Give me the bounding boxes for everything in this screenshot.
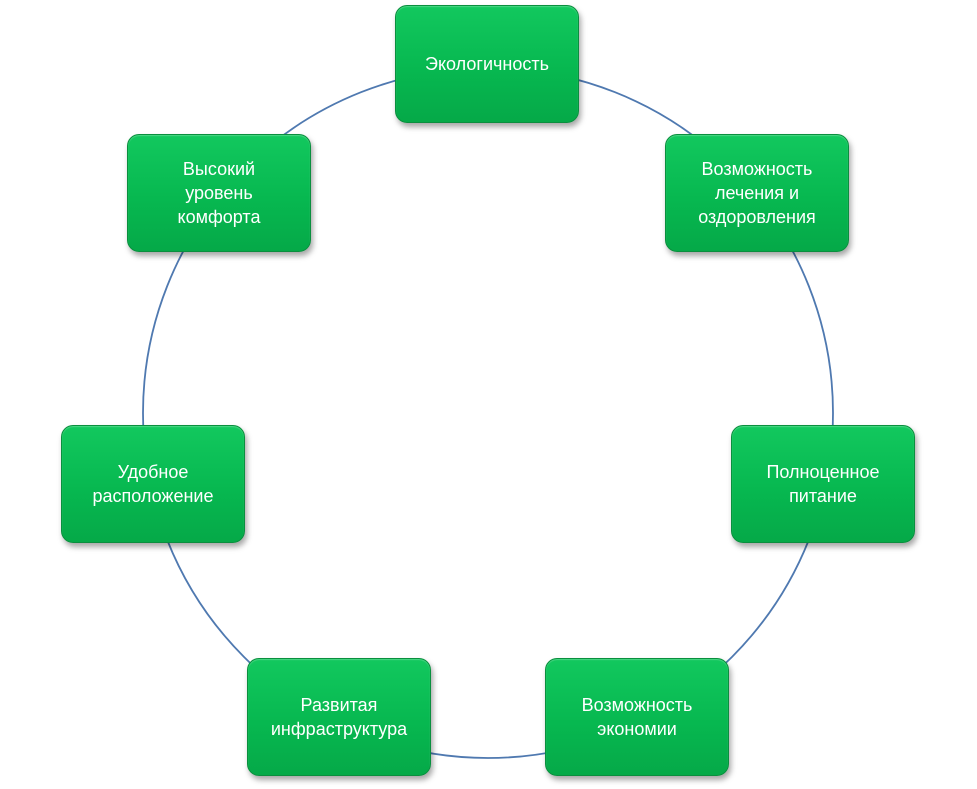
node-nutrition-label: Полноценное питание (766, 462, 880, 506)
node-treatment-label: Возможность лечения и оздоровления (698, 159, 816, 227)
node-infrastructure-label: Развитая инфраструктура (270, 695, 408, 739)
node-nutrition: Полноценное питание (731, 425, 915, 543)
node-comfort: Высокий уровень комфорта (127, 134, 311, 252)
node-location-label: Удобное расположение (92, 462, 214, 506)
node-treatment: Возможность лечения и оздоровления (665, 134, 849, 252)
node-ecology: Экологичность (395, 5, 579, 123)
node-comfort-label: Высокий уровень комфорта (177, 159, 261, 227)
node-ecology-label: Экологичность (425, 54, 549, 74)
node-savings: Возможность экономии (545, 658, 729, 776)
node-savings-label: Возможность экономии (581, 695, 693, 739)
node-infrastructure: Развитая инфраструктура (247, 658, 431, 776)
node-location: Удобное расположение (61, 425, 245, 543)
